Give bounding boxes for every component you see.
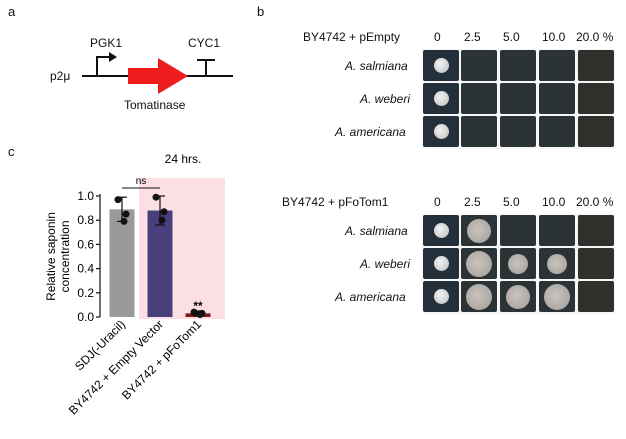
yeast-colony <box>466 250 492 277</box>
concentration-label: 5.0 <box>503 195 520 209</box>
concentration-label: 20.0 % <box>576 195 614 209</box>
gene-label: Tomatinase <box>124 98 186 112</box>
panel-b-letter: b <box>257 4 265 19</box>
plasmid-label: p2μ <box>50 69 71 83</box>
data-point <box>196 311 204 319</box>
yeast-colony <box>467 218 491 243</box>
spot-well <box>539 50 575 81</box>
strain-label: A. americana <box>335 125 406 139</box>
concentration-label: 10.0 <box>542 195 566 209</box>
panel-a-letter: a <box>8 4 16 19</box>
strain-label: A. americana <box>335 290 406 304</box>
spot-well <box>539 83 575 114</box>
data-point <box>152 193 160 201</box>
spot-well <box>578 281 614 312</box>
y-axis-label-line: concentration <box>58 220 72 292</box>
concentration-label: 20.0 % <box>576 30 614 44</box>
plasmid-construct-diagram <box>82 52 233 94</box>
yeast-colony <box>547 253 567 274</box>
concentration-label: 10.0 <box>542 30 566 44</box>
y-tick-label: 1.0 <box>77 189 94 203</box>
concentration-label: 2.5 <box>464 30 481 44</box>
y-axis-label: Relative saponinconcentration <box>44 212 72 301</box>
promoter-arrowhead-icon <box>109 52 117 62</box>
data-point <box>122 210 130 218</box>
strain-label: A. salmiana <box>345 59 408 73</box>
spot-well <box>578 83 614 114</box>
y-tick-label: 0.4 <box>77 262 94 276</box>
y-tick-label: 0.6 <box>77 237 94 251</box>
promoter-label: PGK1 <box>90 36 123 50</box>
time-label: 24 hrs. <box>165 152 202 166</box>
data-point <box>120 217 128 225</box>
concentration-label: 0 <box>434 30 441 44</box>
data-point <box>114 196 122 204</box>
ns-label: ns <box>136 176 147 187</box>
yeast-colony <box>433 223 449 238</box>
spot-well <box>461 116 497 147</box>
spot-well <box>578 116 614 147</box>
yeast-colony <box>433 289 449 304</box>
terminator-icon <box>197 59 215 76</box>
spot-well <box>578 248 614 279</box>
yeast-colony <box>508 253 528 274</box>
yeast-colony <box>433 256 449 271</box>
spot-well <box>578 50 614 81</box>
promoter-arrow-icon <box>96 56 113 76</box>
yeast-colony <box>433 91 449 106</box>
strain-label: A. weberi <box>360 257 411 271</box>
y-tick-label: 0.8 <box>77 213 94 227</box>
strain-label: A. weberi <box>360 92 411 106</box>
data-point <box>160 208 168 216</box>
concentration-label: 2.5 <box>464 195 481 209</box>
y-tick-label: 0.0 <box>77 310 94 324</box>
yeast-colony <box>466 283 492 310</box>
bar <box>147 210 173 317</box>
yeast-colony <box>506 284 530 309</box>
bar <box>109 209 135 317</box>
concentration-label: 5.0 <box>503 30 520 44</box>
spot-well <box>578 215 614 246</box>
spot-well <box>500 83 536 114</box>
strain-label: A. salmiana <box>345 224 408 238</box>
tomatinase-gene-arrow <box>128 58 188 94</box>
yeast-colony <box>544 283 570 310</box>
spot-well <box>500 116 536 147</box>
spot-well <box>539 215 575 246</box>
concentration-label: 0 <box>434 195 441 209</box>
data-point <box>158 216 166 224</box>
y-axis-label-line: Relative saponin <box>44 212 58 301</box>
terminator-label: CYC1 <box>188 36 221 50</box>
spot-well <box>500 50 536 81</box>
spot-well <box>539 116 575 147</box>
yeast-colony <box>433 124 449 139</box>
spot-well <box>461 83 497 114</box>
spot-well <box>500 215 536 246</box>
y-tick-label: 0.2 <box>77 286 94 300</box>
plate-title: BY4742 + pFoTom1 <box>282 195 389 209</box>
yeast-colony <box>433 58 449 73</box>
spot-well <box>461 50 497 81</box>
panel-c-letter: c <box>8 144 15 159</box>
data-point <box>190 308 198 316</box>
plate-title: BY4742 + pEmpty <box>303 30 401 44</box>
significance-label: ** <box>193 299 203 313</box>
